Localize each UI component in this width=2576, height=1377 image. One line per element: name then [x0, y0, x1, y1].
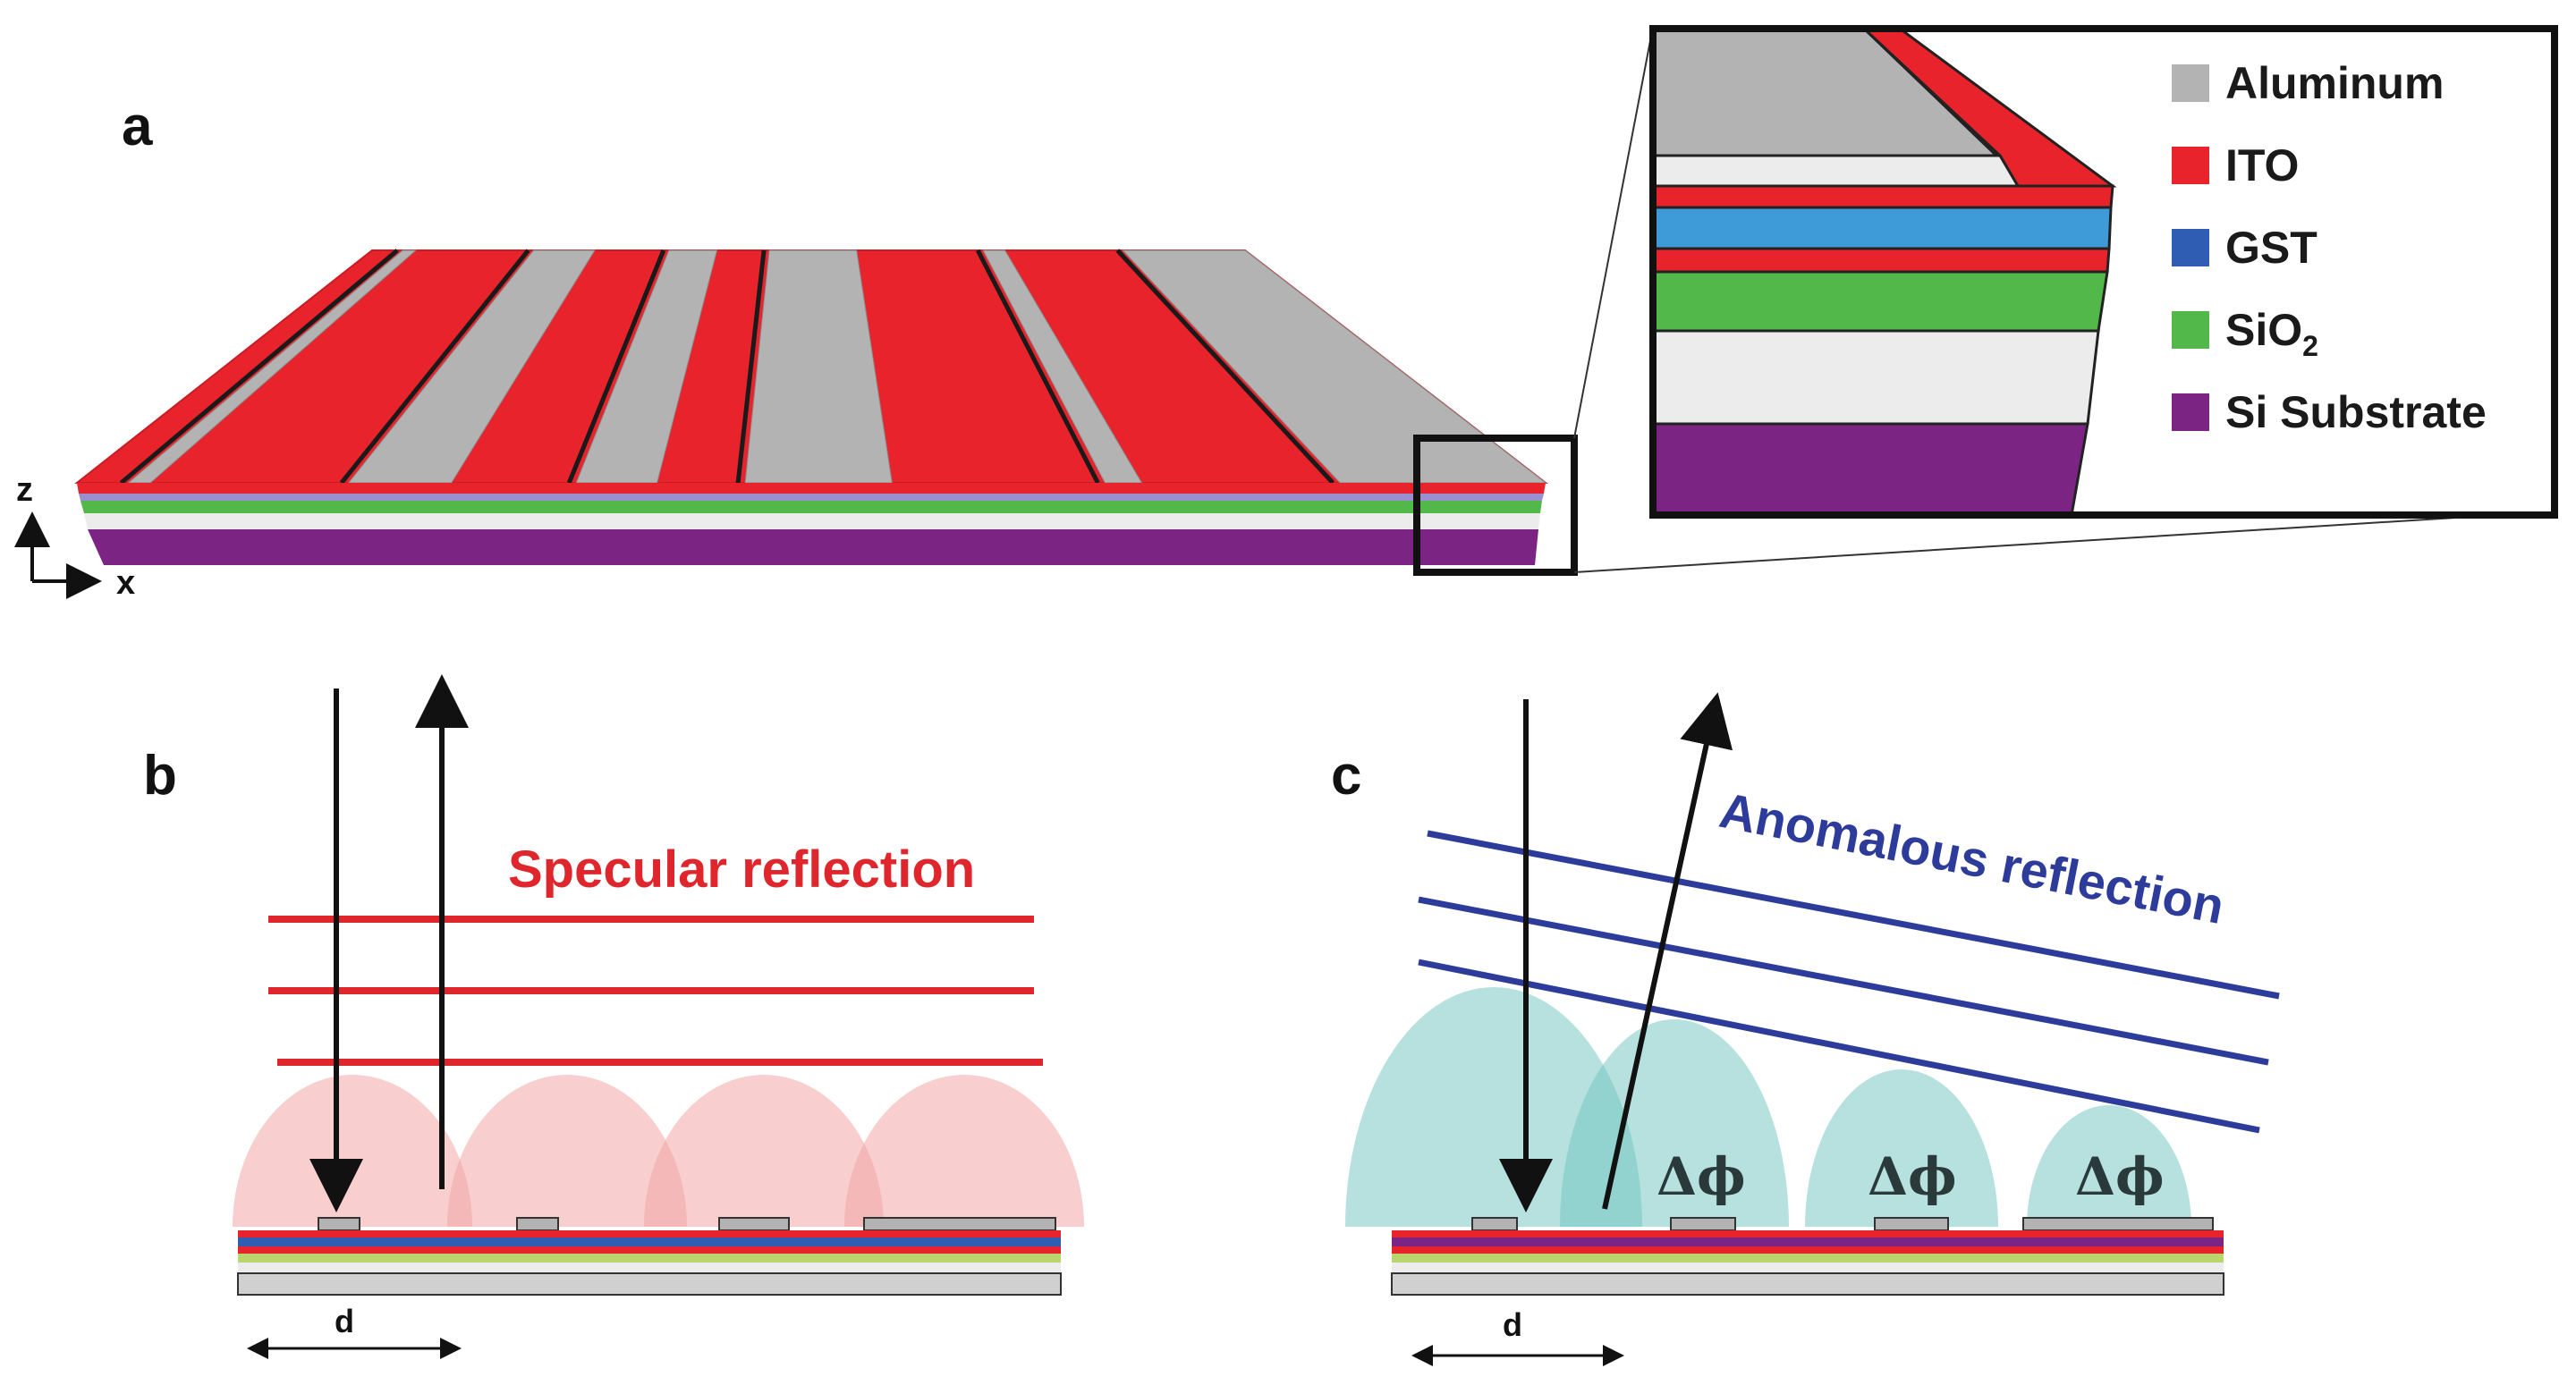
axis-x-label: x [116, 564, 135, 602]
zoom-leader-top [1573, 26, 1654, 439]
panel-c-label: c [1331, 745, 1361, 807]
phase-shift-label-1: Δϕ [1657, 1146, 1746, 1207]
aluminum-stripes [119, 249, 1547, 485]
legend-label: Aluminum [2225, 58, 2444, 108]
side-layer-sio2 [80, 501, 1542, 513]
zoom-leader-bottom [1573, 511, 2557, 573]
side-layer-gst [79, 494, 1544, 501]
side-layer-gap [84, 513, 1540, 529]
legend-label: GST [2225, 223, 2318, 273]
device-3d-view [74, 249, 1548, 565]
legend-label: ITO [2225, 140, 2299, 190]
side-layer-ito [77, 483, 1546, 494]
specular-wavefronts [268, 916, 1043, 1066]
anomalous-device-crosssection [1391, 1217, 2224, 1296]
inset-gst [1653, 206, 2113, 250]
legend-swatch [2172, 311, 2209, 349]
inset-ito-upper [1653, 184, 2114, 209]
legend-swatch [2172, 64, 2209, 102]
stripe-edge-shadow [975, 249, 1100, 485]
stripe-edge-shadow [1115, 249, 1335, 485]
legend-swatch [2172, 229, 2209, 266]
axis-indicator: z x [13, 471, 135, 602]
specular-scattered-waves [233, 1075, 1084, 1227]
panel-a-label: a [122, 96, 153, 157]
inset-ito-lower [1653, 247, 2111, 274]
inset-sio2 [1653, 270, 2109, 333]
stripe-edge-shadow [566, 249, 666, 484]
specular-reflection-caption: Specular reflection [508, 841, 975, 899]
inset-substrate [1653, 422, 2089, 515]
anomalous-reflection-caption: Anomalous reflection [1716, 781, 2229, 934]
anomalous-wavefronts [1418, 830, 2280, 1134]
inset-gap-top [1653, 154, 2021, 188]
zoom-region-box [1413, 435, 1578, 576]
stripe-edge-shadow [339, 249, 530, 485]
phase-labels: Δϕ Δϕ Δϕ [1657, 1146, 2165, 1207]
phase-shift-label-2: Δϕ [1868, 1146, 1957, 1207]
period-label-c: d [1503, 1306, 1522, 1343]
legend-swatch [2172, 147, 2209, 184]
anomalous-scattered-waves [1345, 987, 2191, 1227]
stripe-edge-shadow [735, 249, 767, 484]
legend-swatch [2172, 393, 2209, 431]
phase-shift-label-3: Δϕ [2075, 1146, 2165, 1207]
legend-label: Si Substrate [2225, 387, 2487, 437]
period-label-b: d [335, 1303, 354, 1339]
panel-b-label: b [143, 745, 177, 807]
axis-z-label: z [16, 471, 33, 509]
specular-device-crosssection [237, 1217, 1062, 1296]
reflected-ray-c [1602, 692, 1733, 1210]
side-layer-substrate [88, 529, 1538, 565]
stripe-edge-shadow [119, 249, 399, 485]
inset-gap-bottom [1653, 329, 2100, 426]
